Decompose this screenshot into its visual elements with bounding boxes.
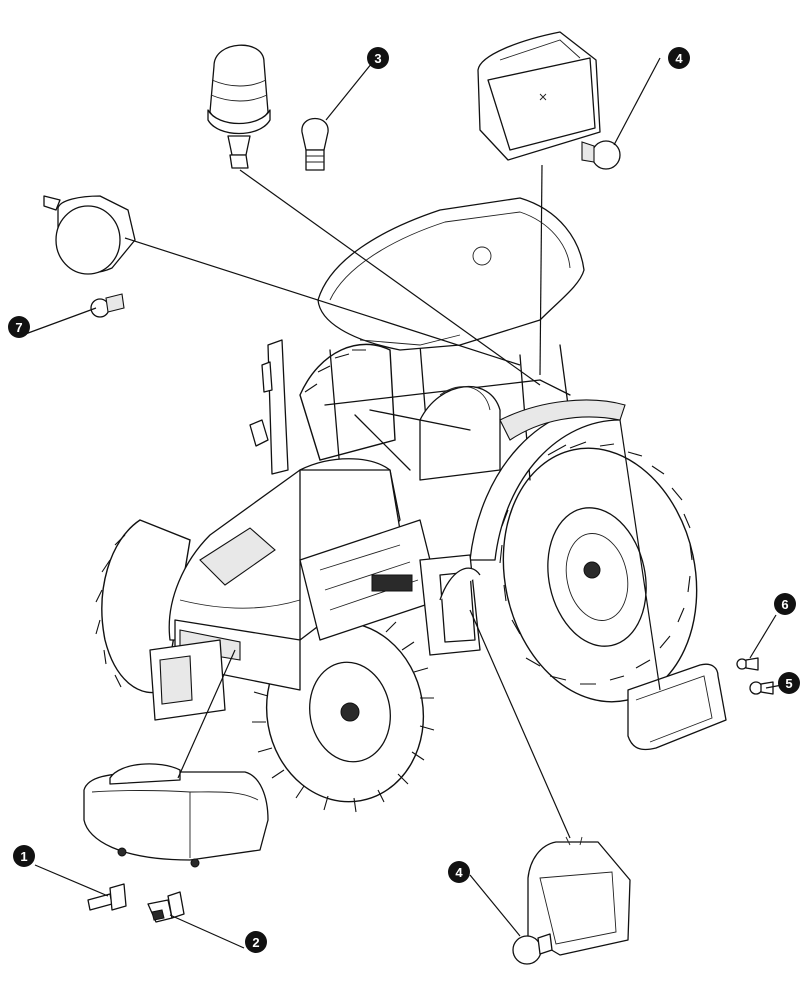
front-right-wheel: [252, 605, 435, 813]
callout-label-4-bottom: 4: [455, 865, 463, 880]
callout-7: 7: [8, 316, 30, 338]
fender-light: [527, 836, 631, 956]
side-indicator-bulb: [90, 293, 125, 318]
callout-1: 1: [13, 845, 35, 867]
callout-5: 5: [778, 672, 800, 694]
rear-right-wheel: [499, 441, 698, 703]
callout-4-bottom: 4: [448, 861, 470, 883]
callout-6: 6: [774, 593, 796, 615]
side-work-light: [43, 195, 136, 275]
marker-bulb-6: [736, 657, 759, 671]
rotating-beacon: [207, 44, 271, 169]
callout-2: 2: [245, 931, 267, 953]
side-marker-light: [627, 663, 727, 751]
beacon-bulb: [301, 118, 329, 171]
callout-label-2: 2: [252, 935, 259, 950]
marker-bulb-5: [749, 681, 774, 695]
callout-label-7: 7: [15, 320, 22, 335]
cab: [249, 339, 626, 561]
rear-light-bulb: [581, 140, 621, 170]
callout-3: 3: [367, 47, 389, 69]
tractor: [95, 197, 698, 813]
roof-work-light: [477, 31, 601, 161]
hood: [149, 458, 481, 721]
callout-4-top: 4: [668, 47, 690, 69]
headlight-bulb-2: [147, 891, 185, 923]
callout-label-6: 6: [781, 597, 788, 612]
callout-label-4-top: 4: [675, 51, 683, 66]
fender-light-bulb: [512, 933, 553, 965]
headlight-bulb-1: [87, 883, 127, 911]
callout-label-3: 3: [374, 51, 381, 66]
callout-label-1: 1: [20, 849, 27, 864]
callout-label-5: 5: [785, 676, 792, 691]
cab-roof: [317, 197, 585, 351]
front-headlight: [83, 763, 269, 868]
leader-lines: [19, 57, 783, 949]
